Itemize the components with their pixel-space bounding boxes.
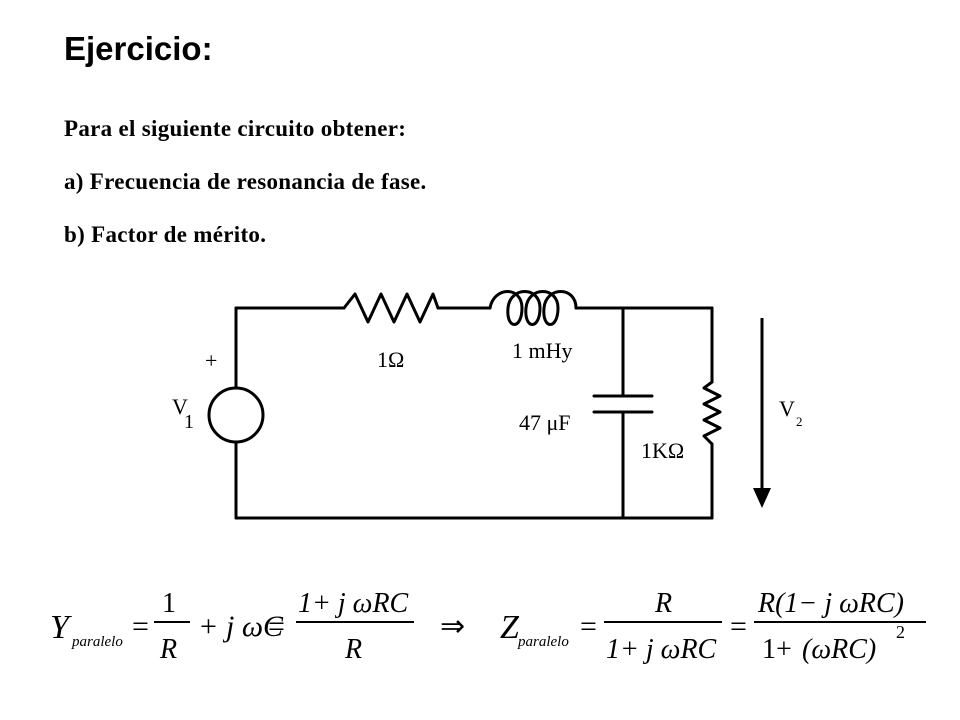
frac-numerator-one: 1 [162,588,176,619]
admittance-equation: Y paralelo = 1 R + j ωC = 1+ j ωRC R [50,588,414,665]
resistor-load [702,380,722,446]
frac-numerator-r-1-minus-jwrc: R(1− j ωRC) [757,588,904,619]
frac-denominator-one-plus: 1+ [762,634,792,665]
equals-sign: = [268,610,285,643]
item-a: a) Frecuencia de resonancia de fase. [64,169,427,194]
y-symbol: Y [50,609,72,646]
equals-sign: = [580,610,597,643]
voltage-source [207,386,265,444]
source-label: V [172,394,188,419]
exponent-two: 2 [896,622,905,642]
frac-denominator-r: R [344,634,362,665]
source-plus-sign: + [205,348,217,373]
y-subscript: paralelo [71,634,123,650]
frac-denominator-1-plus-jwrc: 1+ j ωRC [606,634,717,665]
frac-numerator-1-plus-jwrc: 1+ j ωRC [298,588,409,619]
implies-arrow: ⇒ [440,610,465,643]
frac-denominator-r: R [159,634,177,665]
jwc-term: j ωC [222,610,284,643]
slide-title: Ejercicio: [64,30,213,67]
resistor-series [342,292,440,324]
load-resistor-label: 1KΩ [641,438,684,463]
plus-sign: + [200,610,217,643]
impedance-equation: Z paralelo = R 1+ j ωRC = R(1− j ωRC) 1+… [500,588,926,665]
source-subscript: 1 [184,411,194,433]
frac-denominator-wrc: (ωRC) [802,634,876,665]
z-subscript: paralelo [517,634,569,650]
frac-numerator-r: R [654,588,672,619]
item-b: b) Factor de mérito. [64,222,267,247]
capacitor-label: 47 μF [519,410,571,435]
equals-sign: = [132,610,149,643]
instruction-line: Para el siguiente circuito obtener: [64,116,407,141]
inductor-label: 1 mHy [512,338,573,363]
equals-sign: = [730,610,747,643]
output-subscript: 2 [796,414,803,429]
output-label: V [779,396,795,421]
output-arrow-head [753,488,771,508]
z-symbol: Z [500,609,520,646]
inductor-coil [488,290,578,326]
resistor-series-label: 1Ω [377,347,404,372]
